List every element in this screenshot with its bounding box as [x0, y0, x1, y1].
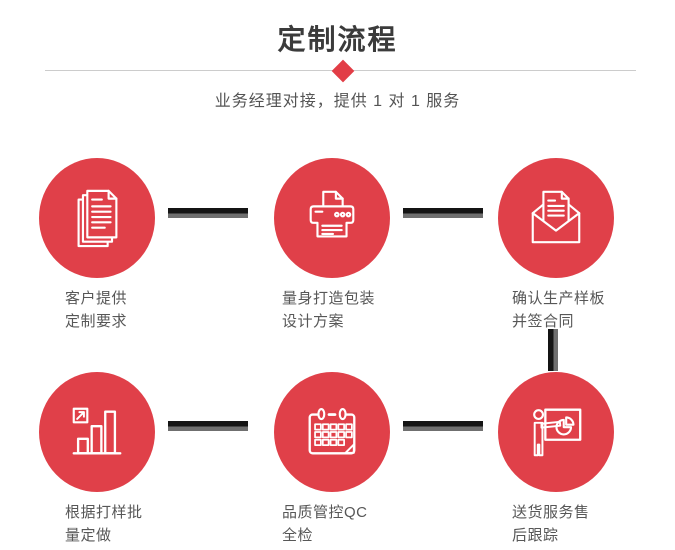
step-5-circle — [274, 372, 390, 492]
step-6-label-line2: 后跟踪 — [512, 527, 559, 544]
envelope-icon — [531, 190, 581, 244]
step-4-circle — [39, 372, 155, 492]
step-1-label: 客户提供 定制要求 — [65, 287, 215, 333]
step-5-label: 品质管控QC 全检 — [282, 501, 432, 547]
diamond-accent — [331, 59, 355, 83]
bar-chart-icon — [72, 407, 122, 455]
step-2-label-line1: 量身打造包装 — [282, 290, 376, 307]
step-4-label-line2: 量定做 — [65, 527, 112, 544]
step-5-label-line2: 全检 — [282, 527, 314, 544]
step-4-label: 根据打样批 量定做 — [65, 501, 215, 547]
connector-step5-step6 — [403, 421, 483, 431]
step-3-circle — [498, 158, 614, 278]
step-2-circle — [274, 158, 390, 278]
documents-icon — [77, 189, 118, 248]
page-subtitle: 业务经理对接，提供 1 对 1 服务 — [214, 93, 461, 110]
page-title: 定制流程 — [277, 24, 398, 55]
calendar-icon — [308, 407, 356, 455]
connector-step1-step2 — [168, 208, 248, 218]
step-2-label-line2: 设计方案 — [282, 313, 345, 330]
step-6-circle — [498, 372, 614, 492]
connector-step4-step5 — [168, 421, 248, 431]
presentation-icon — [533, 408, 582, 457]
step-6-label-line1: 送货服务售 — [512, 504, 590, 521]
step-5-label-line1: 品质管控QC — [282, 504, 368, 521]
step-4-label-line1: 根据打样批 — [65, 504, 143, 521]
step-3-label-line2: 并签合同 — [512, 313, 575, 330]
step-6-label: 送货服务售 后跟踪 — [512, 501, 662, 547]
step-1-label-line2: 定制要求 — [65, 313, 128, 330]
step-1-label-line1: 客户提供 — [65, 290, 128, 307]
connector-step3-step6 — [548, 329, 558, 371]
connector-step2-step3 — [403, 208, 483, 218]
step-3-label-line1: 确认生产样板 — [512, 290, 606, 307]
printer-icon — [309, 190, 355, 238]
step-1-circle — [39, 158, 155, 278]
step-2-label: 量身打造包装 设计方案 — [282, 287, 432, 333]
step-3-label: 确认生产样板 并签合同 — [512, 287, 662, 333]
